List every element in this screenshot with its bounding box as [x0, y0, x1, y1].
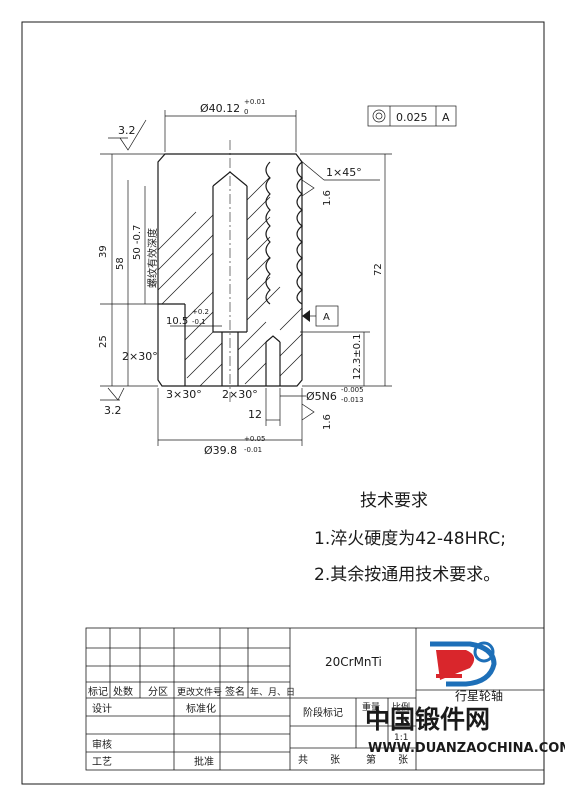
- dim-bottom-diameter: Ø39.8: [204, 444, 237, 457]
- dim-top-diameter: Ø40.12: [200, 102, 240, 115]
- roughness-right-1: 1.6: [322, 190, 333, 206]
- header-mark: 标记: [88, 686, 108, 698]
- label-stage-mark: 阶段标记: [303, 706, 343, 719]
- dim-12: 12: [248, 408, 262, 421]
- label-page: 第: [366, 753, 376, 766]
- dim-top-tol-lower: 0: [244, 108, 248, 116]
- dim-bore: 10.5: [166, 316, 188, 327]
- dimension-lines: [100, 105, 457, 446]
- header-change-doc: 更改文件号: [177, 686, 222, 698]
- angle-bottom-left: 3×30°: [166, 388, 202, 401]
- dim-pin-tol-lower: -0.013: [341, 396, 364, 404]
- header-qty: 处数: [113, 685, 133, 698]
- tech-requirement-1: 1.淬火硬度为42-48HRC;: [314, 529, 506, 549]
- watermark-name: 中国锻件网: [365, 705, 490, 734]
- title-block: [85, 627, 545, 771]
- dim-bottom-tol-upper: +0.05: [244, 435, 265, 443]
- title-block-texts: 20CrMnTi 标记 处数 分区 更改文件号 签名 年、月、日 设计 标准化 …: [88, 655, 503, 768]
- sheet-border: [21, 21, 545, 785]
- dim-bottom-tol-lower: -0.01: [244, 446, 262, 454]
- label-review: 审核: [92, 738, 112, 751]
- label-approve: 批准: [194, 755, 214, 768]
- scale-value: 1:1: [394, 733, 408, 743]
- header-sign: 签名: [225, 685, 245, 698]
- material: 20CrMnTi: [325, 655, 382, 669]
- dim-39: 39: [98, 245, 109, 258]
- dim-58: 58: [115, 257, 126, 270]
- tech-requirement-2: 2.其余按通用技术要求。: [314, 565, 501, 585]
- dim-top-tol-upper: +0.01: [244, 98, 265, 106]
- angle-bottom-mid: 2×30°: [222, 388, 258, 401]
- dimension-texts: Ø40.12 +0.01 0 3.2 1×45° 1.6 39 58 50 -0…: [98, 98, 450, 457]
- site-logo: [430, 641, 497, 687]
- label-sheet: 张: [330, 754, 340, 766]
- thread-depth-label: 螺纹有效深度: [146, 228, 159, 288]
- label-design: 设计: [92, 702, 112, 715]
- label-scale: 比例: [392, 701, 410, 713]
- label-weight: 重量: [362, 701, 380, 713]
- dim-25: 25: [98, 335, 109, 348]
- dim-bore-tol-lower: -0.1: [192, 318, 206, 326]
- roughness-top: 3.2: [118, 124, 136, 137]
- watermark-url: WWW.DUANZAOCHINA.COM: [368, 741, 565, 756]
- dim-pin-hole: Ø5N6: [306, 390, 337, 403]
- tolerance-value: 0.025: [396, 111, 428, 124]
- label-total: 共: [298, 754, 308, 766]
- part-section-view: [157, 153, 303, 387]
- roughness-right-2: 1.6: [322, 414, 333, 430]
- dim-pin-tol-upper: -0.005: [341, 386, 364, 394]
- section-hatching: [157, 176, 303, 387]
- part-name: 行星轮轴: [455, 688, 503, 703]
- label-standardize: 标准化: [186, 702, 216, 715]
- dim-50: 50 -0.7: [132, 225, 143, 260]
- header-date: 年、月、日: [250, 686, 295, 698]
- header-zone: 分区: [148, 686, 168, 698]
- label-craft: 工艺: [92, 756, 112, 768]
- dim-chamfer: 1×45°: [326, 166, 362, 179]
- dim-12-3: 12.3±0.1: [352, 333, 363, 380]
- dim-bore-tol-upper: +0.2: [192, 308, 209, 316]
- tech-requirements-title: 技术要求: [360, 491, 428, 511]
- dim-72: 72: [373, 263, 384, 276]
- datum-label: A: [323, 312, 330, 323]
- label-sheet-2: 张: [398, 754, 408, 766]
- roughness-bottom: 3.2: [104, 404, 122, 417]
- tolerance-datum: A: [442, 111, 450, 124]
- datum-triangle: [302, 310, 310, 322]
- angle-left: 2×30°: [122, 350, 158, 363]
